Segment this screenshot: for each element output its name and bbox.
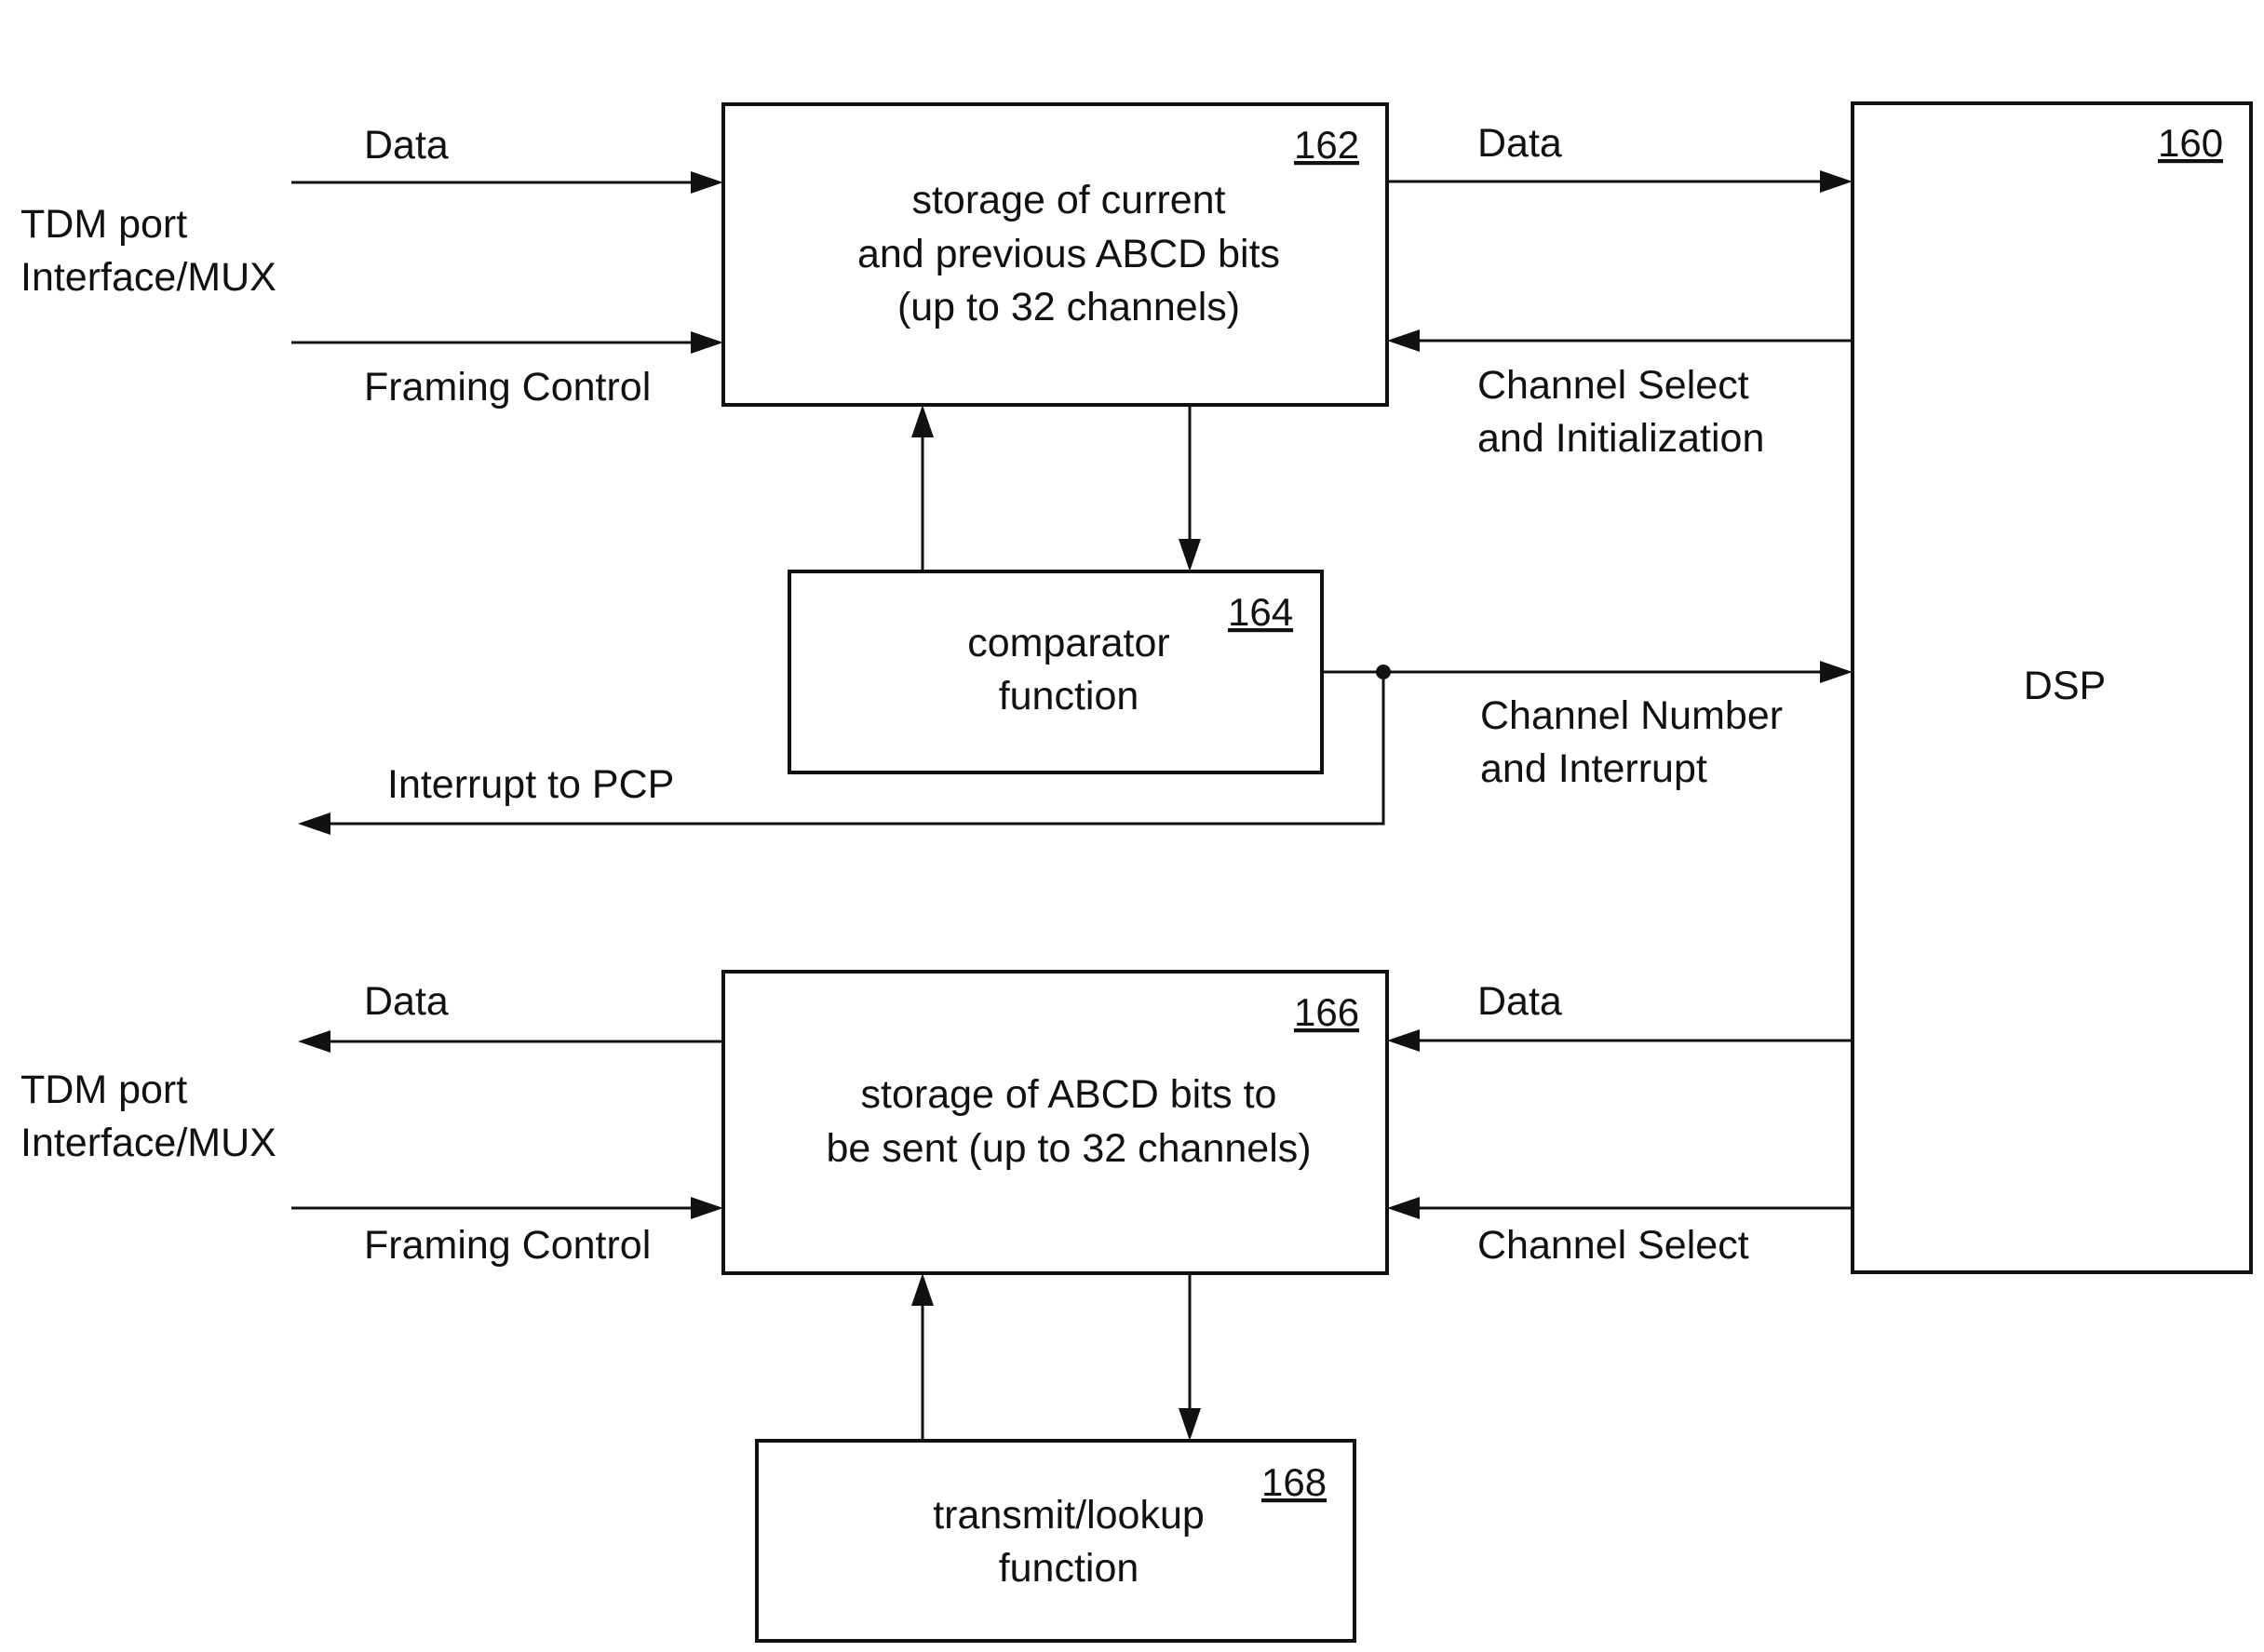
comparator-text-line1: comparator [967,621,1169,665]
bottom-data-out-label: Data [364,979,449,1024]
top-data-in-arrow [291,171,723,194]
top-framing-control-label: Framing Control [364,365,651,410]
channel-number-interrupt-label-line2: and Interrupt [1480,746,1707,791]
bottom-port-label-line1: TDM port [20,1068,187,1112]
top-framing-control-arrow [291,331,723,354]
comparator-text-line2: function [999,674,1139,719]
channel-select-init-label-line2: and Initialization [1477,416,1764,461]
dsp-label: DSP [2024,664,2106,708]
ref-166: 166 [1294,990,1359,1034]
channel-select-init-label-line1: Channel Select [1477,363,1749,408]
top-port-label-line1: TDM port [20,202,187,247]
channel-select-init-arrow [1387,329,1853,352]
storage-send-block [723,972,1387,1273]
ref-168: 168 [1261,1460,1327,1504]
bottom-framing-control-arrow [291,1197,723,1219]
channel-number-interrupt-label-line1: Channel Number [1480,693,1783,738]
top-data-out-label: Data [1477,121,1562,166]
bottom-data-out-arrow [298,1030,723,1053]
bottom-port-label-line2: Interface/MUX [20,1121,276,1165]
storage-send-text-line2: be sent (up to 32 channels) [826,1126,1311,1171]
ref-160: 160 [2158,121,2223,165]
transmit-text-line2: function [999,1546,1139,1591]
storage-current-text-line2: and previous ABCD bits [857,232,1280,276]
channel-select-label: Channel Select [1477,1223,1749,1268]
bottom-data-in-arrow [1387,1029,1853,1052]
bottom-data-in-label: Data [1477,979,1562,1024]
storage-current-text-line1: storage of current [911,178,1225,222]
interrupt-to-pcp-label: Interrupt to PCP [387,762,674,807]
top-data-in-label: Data [364,123,449,168]
comparator-to-storage-arrow [911,405,934,571]
channel-number-interrupt-arrow [1322,661,1853,683]
top-data-out-arrow [1387,170,1853,193]
channel-select-arrow [1387,1197,1853,1219]
storage-send-text-line1: storage of ABCD bits to [861,1072,1277,1117]
storage-current-text-line3: (up to 32 channels) [897,285,1240,329]
storage-to-comparator-arrow [1179,405,1201,571]
ref-164: 164 [1228,590,1293,634]
ref-162: 162 [1294,123,1359,167]
storage-to-transmit-arrow [1179,1273,1201,1441]
transmit-text-line1: transmit/lookup [933,1493,1205,1538]
bottom-framing-control-label: Framing Control [364,1223,651,1268]
transmit-to-storage-arrow [911,1273,934,1441]
top-port-label-line2: Interface/MUX [20,255,276,300]
